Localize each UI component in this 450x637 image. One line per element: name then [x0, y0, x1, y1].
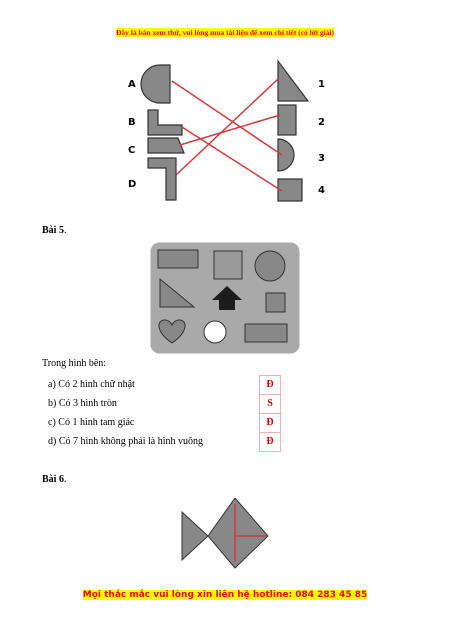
shape-1-triangle [277, 59, 310, 102]
bai5-title: Bài 5 [42, 225, 64, 236]
answer-column: Đ S Đ Đ [259, 375, 281, 452]
label-2: 2 [318, 117, 325, 128]
shape-c-parallelogram [147, 137, 185, 154]
label-d: D [128, 179, 136, 190]
figure-left-triangle [181, 510, 209, 562]
matching-figure: A B C D 1 2 3 4 [128, 59, 325, 202]
answer-d[interactable]: Đ [266, 436, 274, 447]
panel-triangle [159, 277, 196, 308]
panel-square-small [265, 292, 286, 313]
statement-d: d) Có 7 hình không phải là hình vuông [48, 436, 203, 447]
shapes-panel [150, 242, 300, 354]
shape-3-half-circle [277, 138, 295, 172]
panel-rectangle-bottom [244, 323, 288, 343]
bai6-figure [181, 498, 269, 569]
statement-c: c) Có 1 hình tam giác [48, 417, 135, 428]
intro-text: Trong hình bên: [42, 358, 107, 369]
panel-circle-white [203, 320, 227, 344]
bai6-suffix: . [63, 474, 67, 485]
answer-c[interactable]: Đ [260, 414, 280, 433]
bottom-banner-text: Mọi thắc mắc vui lòng xin liên hệ hotlin… [82, 590, 368, 600]
match-line-b-4 [181, 126, 283, 192]
answer-a[interactable]: Đ [260, 376, 280, 395]
panel-arrow-shape [212, 286, 242, 310]
shape-b-l-shape [147, 109, 183, 136]
top-banner-text: Đây là bản xem thử, vui lòng mua tài liệ… [115, 28, 335, 37]
bai6-heading: Bài 6. [42, 474, 66, 485]
statement-a: a) Có 2 hình chữ nhật [48, 379, 135, 390]
label-1: 1 [318, 79, 325, 90]
match-line-c-2 [179, 114, 281, 146]
label-b: B [128, 117, 136, 128]
figure-diamond [207, 498, 269, 569]
match-line-a-3 [171, 80, 283, 156]
panel-square-top [213, 250, 243, 280]
bai5-heading: Bài 5. [42, 225, 66, 236]
bai5-suffix: . [63, 225, 67, 236]
answer-b[interactable]: S [260, 395, 280, 414]
match-line-d-1 [175, 78, 279, 176]
shape-d-l-shape [147, 157, 177, 201]
bai6-title: Bài 6 [42, 474, 64, 485]
label-3: 3 [318, 153, 325, 164]
panel-circle-grey [254, 250, 286, 282]
label-4: 4 [318, 185, 325, 196]
panel-heart [158, 319, 186, 344]
shape-2-rectangle [277, 104, 297, 136]
label-c: C [128, 145, 135, 156]
bottom-banner: Mọi thắc mắc vui lòng xin liên hệ hotlin… [0, 590, 450, 600]
statement-b: b) Có 3 hình tròn [48, 398, 117, 409]
label-a: A [128, 79, 136, 90]
shape-4-square [277, 178, 303, 202]
top-banner: Đây là bản xem thử, vui lòng mua tài liệ… [0, 28, 450, 37]
panel-rectangle-top [157, 249, 199, 269]
shape-a-half-circle [140, 64, 171, 104]
